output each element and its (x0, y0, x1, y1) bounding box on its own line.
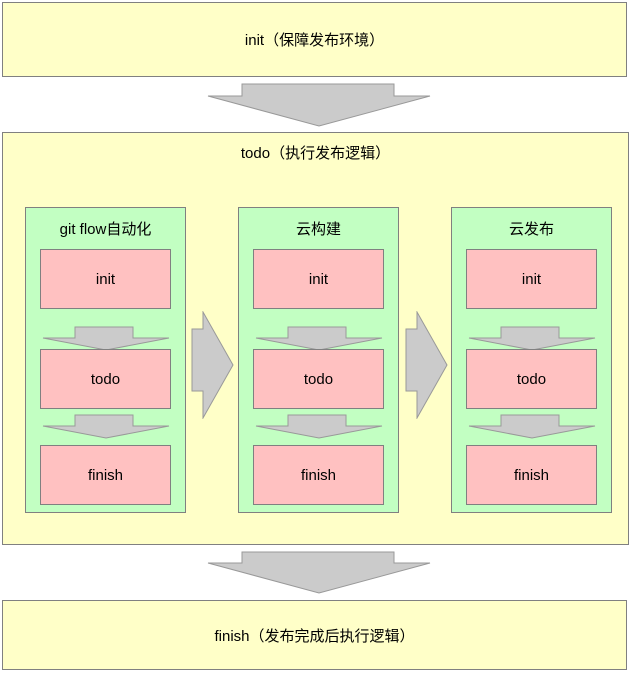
step-box: todo (40, 349, 171, 409)
column-cloud-build: 云构建 init todo finish (238, 207, 399, 513)
step-label: init (521, 270, 542, 288)
step-label: finish (513, 466, 550, 484)
column-cloud-release: 云发布 init todo finish (451, 207, 612, 513)
step-label: todo (516, 370, 547, 388)
step-label: todo (90, 370, 121, 388)
down-arrow-icon (207, 83, 431, 127)
phase-finish-label: finish（发布完成后执行逻辑） (214, 627, 415, 645)
step-box: init (466, 249, 597, 309)
column-cloud-release-title: 云发布 (508, 221, 554, 238)
down-arrow-icon (42, 414, 170, 439)
right-arrow-icon (405, 311, 448, 419)
column-git-flow: git flow自动化 init todo finish (25, 207, 186, 513)
down-arrow-icon (42, 326, 170, 351)
phase-finish-box: finish（发布完成后执行逻辑） (2, 600, 627, 670)
step-label: init (95, 270, 116, 288)
step-label: init (308, 270, 329, 288)
down-arrow-icon (468, 414, 596, 439)
right-arrow-icon (191, 311, 234, 419)
down-arrow-icon (255, 326, 383, 351)
phase-todo-label: todo（执行发布逻辑） (240, 145, 391, 162)
step-label: finish (300, 466, 337, 484)
step-label: finish (87, 466, 124, 484)
phase-todo-box: todo（执行发布逻辑） git flow自动化 init todo fin (2, 132, 629, 545)
down-arrow-icon (207, 551, 431, 594)
step-box: init (253, 249, 384, 309)
down-arrow-icon (468, 326, 596, 351)
step-box: todo (466, 349, 597, 409)
step-box: todo (253, 349, 384, 409)
column-git-flow-title: git flow自动化 (59, 221, 152, 238)
down-arrow-icon (255, 414, 383, 439)
step-box: finish (253, 445, 384, 505)
step-box: finish (40, 445, 171, 505)
step-box: init (40, 249, 171, 309)
step-box: finish (466, 445, 597, 505)
phase-init-label: init（保障发布环境） (244, 32, 385, 49)
column-cloud-build-title: 云构建 (295, 221, 341, 238)
phase-init-box: init（保障发布环境） (2, 2, 627, 77)
step-label: todo (303, 370, 334, 388)
